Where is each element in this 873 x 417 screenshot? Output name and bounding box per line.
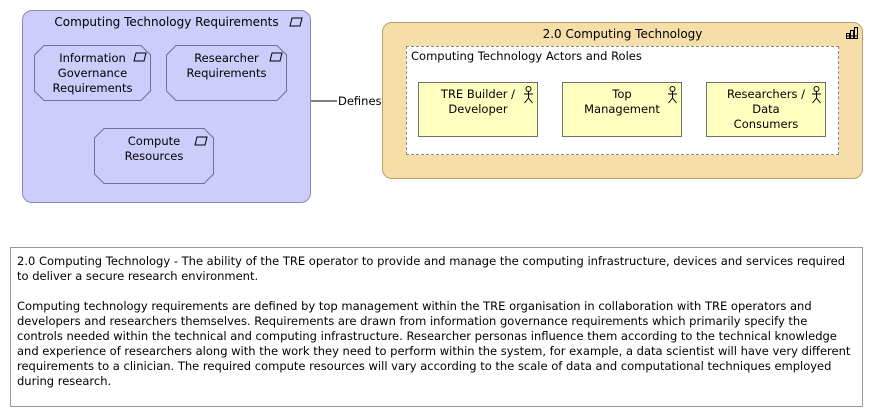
computing-technology-title: 2.0 Computing Technology — [542, 27, 703, 41]
information-governance-label: Information Governance Requirements — [52, 50, 133, 95]
actor-icon — [812, 86, 821, 104]
actor-tre-builder[interactable]: TRE Builder / Developer — [418, 82, 538, 137]
node-icon — [846, 27, 858, 39]
actor-icon — [668, 86, 677, 104]
defines-relation-label[interactable]: Defines — [337, 94, 383, 108]
researcher-requirements[interactable]: Researcher Requirements — [166, 45, 287, 101]
requirement-icon — [133, 52, 147, 62]
compute-resources[interactable]: Compute Resources — [94, 128, 214, 184]
actor-top-management-label: Top Management — [584, 87, 660, 116]
description-note[interactable]: 2.0 Computing Technology - The ability o… — [10, 247, 863, 407]
actor-top-management[interactable]: Top Management — [562, 82, 682, 137]
actor-icon — [524, 86, 533, 104]
requirement-icon — [194, 136, 208, 146]
actor-researchers-label: Researchers / Data Consumers — [726, 87, 806, 131]
requirements-group[interactable]: Computing Technology Requirements — [22, 10, 311, 203]
information-governance-requirements[interactable]: Information Governance Requirements — [34, 45, 151, 101]
note-paragraph-1: 2.0 Computing Technology - The ability o… — [17, 254, 846, 283]
requirements-group-title: Computing Technology Requirements — [54, 15, 279, 29]
compute-resources-label: Compute Resources — [124, 134, 184, 163]
note-paragraph-2: Computing technology requirements are de… — [17, 299, 851, 388]
actors-group-title: Computing Technology Actors and Roles — [411, 49, 642, 63]
requirement-icon — [269, 52, 283, 62]
researcher-requirements-label: Researcher Requirements — [186, 51, 267, 80]
actor-tre-builder-label: TRE Builder / Developer — [440, 87, 516, 116]
actor-researchers[interactable]: Researchers / Data Consumers — [706, 82, 826, 137]
requirement-icon — [289, 17, 303, 27]
